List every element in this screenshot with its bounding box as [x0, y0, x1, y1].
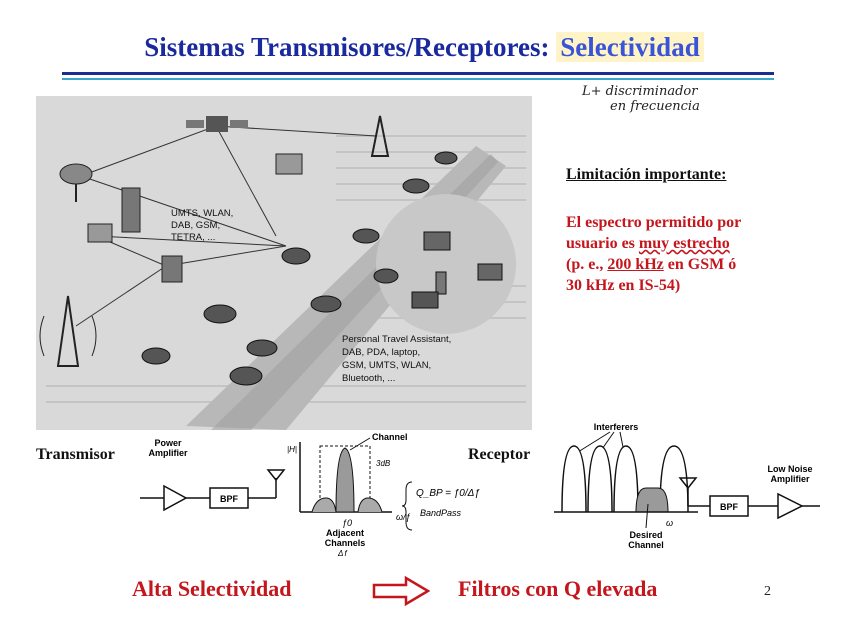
annot-3db: 3dB [376, 459, 391, 468]
rx-antenna-icon [678, 477, 698, 490]
page-number: 2 [764, 584, 771, 599]
devices-label-2: DAB, PDA, laptop, [342, 347, 420, 358]
title-highlight: Selectividad [556, 32, 704, 62]
bpf-label: BPF [220, 494, 239, 504]
axis-w-label: ω/ƒ [396, 512, 411, 522]
limitation-line-4: 30 kHz en IS-54) [566, 277, 681, 294]
power-amplifier-symbol [163, 484, 188, 512]
conclusion-right: Filtros con Q elevada [458, 576, 658, 601]
lna-symbol [777, 492, 804, 520]
limitation-line-3: (p. e., 200 kHz en GSM ó [566, 254, 826, 275]
rx-bpf-label: BPF [720, 502, 739, 512]
lna-label-2: Amplifier [770, 474, 810, 484]
networks-label-1: UMTS, WLAN, [171, 208, 233, 219]
conclusion-left: Alta Selectividad [132, 576, 292, 601]
devices-label-1: Personal Travel Assistant, [342, 334, 451, 345]
lna-label-1: Low Noise [767, 464, 812, 474]
devices-label-3: GSM, UMTS, WLAN, [342, 360, 431, 371]
title-rule-light [62, 78, 774, 80]
transmitter-diagram: Power Amplifier BPF |H| Channel 3dB ƒ0 A… [140, 432, 480, 556]
antenna-icon [266, 469, 286, 482]
receiver-label: Receptor [468, 446, 531, 463]
annot-q: Q_BP = ƒ0/Δƒ [416, 488, 480, 499]
receiver-diagram: Interferers ω Desired Channel BPF Low No… [554, 422, 820, 550]
power-amp-label-1: Power [154, 438, 182, 448]
illustration-drawing: UMTS, WLAN, DAB, GSM, TETRA, ... Persona… [36, 96, 532, 430]
page-title: Sistemas Transmisores/Receptores: Select… [0, 32, 848, 63]
f0-label: ƒ0 [342, 518, 352, 528]
limitation-line-2a: usuario es [566, 235, 639, 252]
note-line-2: en frecuencia [610, 99, 700, 114]
note-line-1: L+ discriminador [582, 84, 698, 99]
df-label: Δƒ [337, 549, 348, 556]
devices-label-4: Bluetooth, ... [342, 373, 395, 384]
limitation-line-2b: muy estrecho [638, 235, 730, 252]
desired-label-2: Channel [628, 540, 664, 550]
limitation-line-3a: (p. e., [566, 256, 608, 273]
desired-label-1: Desired [629, 530, 662, 540]
annot-bandpass: BandPass [420, 508, 462, 518]
channel-label: Channel [372, 432, 408, 442]
networks-label-3: TETRA, ... [171, 232, 215, 243]
transmitter-label: Transmisor [36, 446, 115, 463]
network-illustration: UMTS, WLAN, DAB, GSM, TETRA, ... Persona… [36, 96, 532, 430]
networks-label-2: DAB, GSM, [171, 220, 220, 231]
limitation-line-3c: en GSM ó [663, 256, 737, 273]
limitation-body: El espectro permitido por usuario es muy… [566, 212, 826, 296]
limitation-title: Limitación importante: [566, 166, 727, 183]
limitation-line-1: El espectro permitido por [566, 214, 742, 231]
title-rule-dark [62, 72, 774, 75]
interferers-label: Interferers [594, 422, 639, 432]
arrow-right-icon [372, 576, 430, 606]
power-amp-label-2: Amplifier [148, 448, 188, 458]
adjacent-label-1: Adjacent [326, 528, 364, 538]
limitation-line-2: usuario es muy estrecho [566, 233, 826, 254]
adjacent-label-2: Channels [325, 538, 366, 548]
title-main: Sistemas Transmisores/Receptores: [144, 32, 557, 62]
limitation-line-3b: 200 kHz [607, 256, 664, 273]
handwritten-note: L+ discriminador en frecuencia [582, 84, 700, 114]
axis-h-label: |H| [287, 445, 297, 454]
rx-axis-label: ω [666, 518, 673, 528]
